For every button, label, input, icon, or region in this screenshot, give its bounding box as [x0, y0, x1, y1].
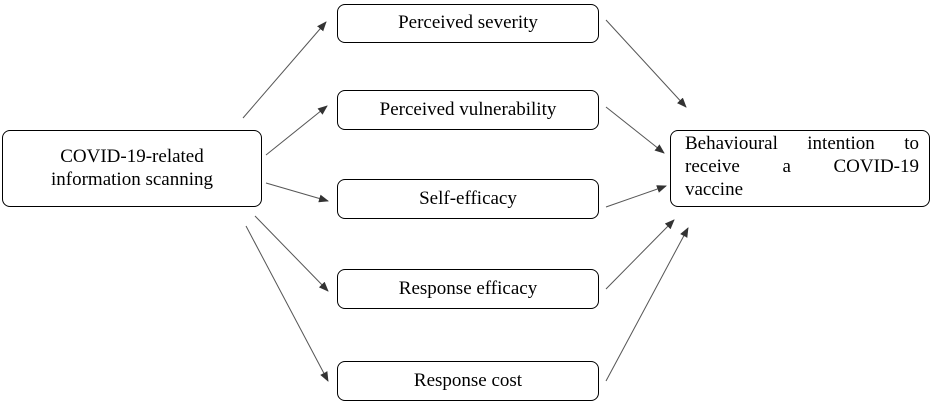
outcome-node-line-3: vaccine [685, 178, 744, 200]
arrow-severity-to-outcome [605, 19, 687, 108]
arrow-source-to-responsecost [245, 225, 329, 382]
source-node-line-2: information scanning [51, 168, 213, 190]
mediator-node-perceived-severity: Perceived severity [337, 4, 599, 43]
arrow-source-to-severity [242, 21, 327, 119]
mediator-label: Perceived vulnerability [379, 98, 557, 120]
mediator-label: Response efficacy [398, 277, 538, 299]
mediator-node-perceived-vulnerability: Perceived vulnerability [337, 90, 599, 130]
outcome-node: Behavioural intention to receive a COVID… [670, 130, 930, 207]
arrow-selfefficacy-to-outcome [605, 185, 667, 208]
mediator-node-response-efficacy: Response efficacy [337, 269, 599, 309]
mediator-label: Perceived severity [398, 12, 538, 34]
arrow-responsecost-to-outcome [605, 227, 689, 382]
outcome-node-line-2: receive a COVID-19 [685, 155, 919, 177]
arrow-responseefficacy-to-outcome [605, 219, 675, 290]
mediator-label: Response cost [413, 369, 523, 391]
arrow-source-to-selfefficacy [265, 182, 329, 203]
arrow-vulnerability-to-outcome [605, 106, 665, 154]
mediator-node-self-efficacy: Self-efficacy [337, 179, 599, 219]
outcome-node-line-1: Behavioural intention to [685, 133, 919, 154]
arrow-source-to-responseefficacy [254, 215, 329, 292]
mediator-node-response-cost: Response cost [337, 361, 599, 401]
arrow-source-to-vulnerability [265, 105, 328, 156]
source-node: COVID-19-related information scanning [2, 130, 262, 207]
source-node-line-1: COVID-19-related [60, 145, 204, 167]
mediator-label: Self-efficacy [419, 187, 517, 209]
